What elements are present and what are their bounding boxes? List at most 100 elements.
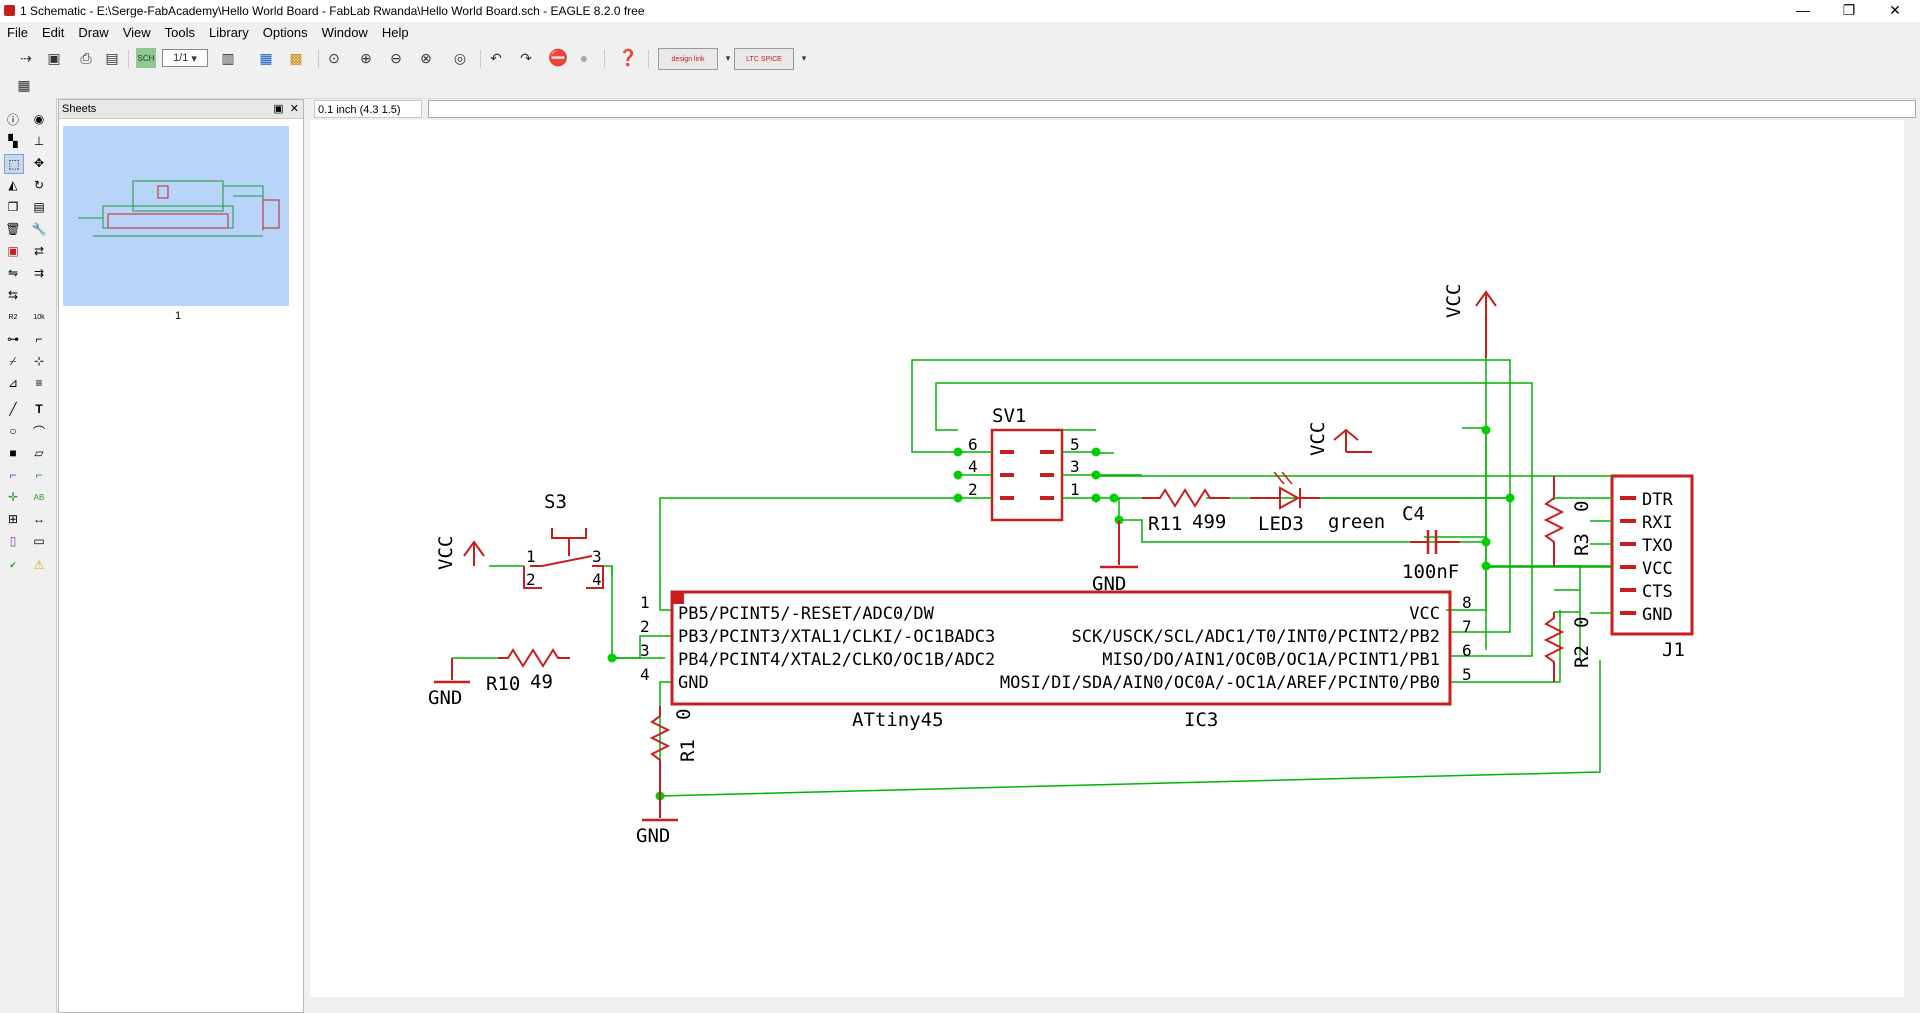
- r2-resistor[interactable]: R2 0: [1543, 612, 1593, 682]
- r1-resistor[interactable]: R1 0: [649, 706, 699, 796]
- go-icon[interactable]: ●: [579, 50, 589, 66]
- minimize-button[interactable]: —: [1796, 2, 1810, 18]
- net-icon[interactable]: ⌐: [35, 468, 43, 482]
- paste-icon[interactable]: ▤: [33, 200, 45, 214]
- optimize-icon[interactable]: ⊹: [33, 354, 45, 368]
- attribute-icon[interactable]: ⊞: [7, 512, 19, 526]
- j1-header[interactable]: DTR RXI TXO VCC CTS GND J1: [1610, 474, 1694, 661]
- rectangle-icon[interactable]: ■: [9, 446, 17, 460]
- mirror-icon[interactable]: ◭: [8, 178, 18, 192]
- label-icon[interactable]: AB: [33, 492, 45, 502]
- undock-icon[interactable]: ▣: [273, 103, 284, 115]
- redraw-icon[interactable]: ◎: [453, 49, 467, 66]
- info-icon[interactable]: ⓘ: [6, 112, 19, 127]
- sheet-number[interactable]: 1: [174, 310, 182, 322]
- miter-icon[interactable]: ⌐: [35, 332, 43, 346]
- menu-library[interactable]: Library: [209, 25, 249, 40]
- restore-button[interactable]: ❐: [1842, 2, 1856, 18]
- mark-icon[interactable]: ⊥: [33, 134, 45, 148]
- vcc-symbol-sv1[interactable]: VCC: [1307, 422, 1372, 456]
- print-icon[interactable]: ⎙: [80, 49, 92, 66]
- menu-file[interactable]: File: [7, 25, 28, 40]
- grid-icon[interactable]: ▦: [17, 76, 31, 93]
- name-icon[interactable]: R2: [8, 313, 18, 321]
- copy-icon[interactable]: ❐: [7, 200, 19, 214]
- erc-icon[interactable]: ✔: [9, 559, 17, 570]
- close-panel-icon[interactable]: ✕: [289, 103, 299, 115]
- horizontal-scrollbar[interactable]: [310, 997, 1904, 1013]
- align-icon[interactable]: ≡: [35, 376, 43, 390]
- slice-icon[interactable]: ⊿: [7, 376, 19, 390]
- polygon-icon[interactable]: ▱: [34, 446, 44, 460]
- open-icon[interactable]: ⇢: [20, 49, 32, 66]
- value-icon[interactable]: 10k: [33, 313, 45, 321]
- move-icon[interactable]: ✥: [33, 156, 45, 170]
- gnd-symbol-r10[interactable]: GND: [428, 658, 470, 709]
- c4-capacitor[interactable]: C4 100nF: [1402, 503, 1460, 583]
- zoom-fit-icon[interactable]: ⊙: [328, 49, 340, 66]
- help-icon[interactable]: ❓: [618, 50, 638, 67]
- sheet-select[interactable]: 1/1 ▾: [162, 49, 208, 67]
- menu-options[interactable]: Options: [262, 25, 308, 40]
- redo-icon[interactable]: ↷: [520, 49, 532, 66]
- menu-tools[interactable]: Tools: [164, 25, 196, 40]
- design-link-button[interactable]: design link: [658, 48, 718, 70]
- r11-resistor[interactable]: R11 499: [1142, 488, 1230, 535]
- cam-processor-icon[interactable]: ▤: [105, 49, 119, 66]
- invoke-icon[interactable]: ⇉: [33, 266, 45, 280]
- close-button[interactable]: ✕: [1889, 2, 1901, 18]
- bus-icon[interactable]: ⌐: [9, 468, 17, 482]
- ltspice-button[interactable]: LTC SPICE: [734, 48, 794, 70]
- vcc-symbol-top[interactable]: VCC: [1443, 284, 1497, 358]
- module-icon[interactable]: ▭: [33, 534, 45, 548]
- text-icon[interactable]: T: [35, 402, 43, 416]
- frame-icon[interactable]: ▯: [9, 534, 17, 548]
- ic3-attiny45[interactable]: PB5/PCINT5/-RESET/ADC0/DW PB3/PCINT3/XTA…: [640, 590, 1472, 731]
- vcc-symbol-s3[interactable]: VCC: [435, 536, 485, 570]
- ltspice-dropdown-icon[interactable]: ▾: [801, 52, 807, 63]
- s3-switch[interactable]: S3 1 2 3 4: [523, 491, 604, 589]
- dimension-icon[interactable]: ↔: [33, 512, 45, 526]
- display-layers-icon[interactable]: ▚: [8, 134, 18, 148]
- pin-swap-icon[interactable]: ⇆: [7, 288, 19, 302]
- circle-icon[interactable]: ○: [9, 424, 17, 438]
- menu-edit[interactable]: Edit: [41, 25, 65, 40]
- menu-draw[interactable]: Draw: [78, 25, 109, 40]
- junction-icon[interactable]: ✛: [7, 490, 19, 504]
- warning-icon[interactable]: ⚠: [33, 558, 45, 572]
- save-icon[interactable]: ▣: [47, 49, 61, 66]
- schematic-canvas[interactable]: SV1 6 4 2 5 3 1 VCC VCC VCC R11: [310, 120, 1904, 997]
- sheets-icon[interactable]: ▥: [221, 49, 235, 66]
- split-icon[interactable]: ⌿: [9, 353, 17, 368]
- ulp-icon[interactable]: ▩: [289, 49, 303, 66]
- command-line-input[interactable]: [428, 100, 1916, 118]
- sv1-connector[interactable]: SV1 6 4 2 5 3 1: [958, 405, 1096, 522]
- zoom-out-icon[interactable]: ⊖: [390, 49, 402, 66]
- smash-icon[interactable]: ⊶: [7, 332, 19, 346]
- menu-view[interactable]: View: [122, 25, 151, 40]
- arc-icon[interactable]: ⌒: [32, 424, 45, 439]
- led3-diode[interactable]: LED3 green: [1250, 471, 1385, 535]
- change-icon[interactable]: 🔧: [31, 222, 47, 236]
- delete-icon[interactable]: 🗑: [5, 222, 21, 236]
- vertical-scrollbar[interactable]: [1904, 120, 1920, 997]
- rotate-icon[interactable]: ↻: [33, 178, 45, 192]
- add-part-icon[interactable]: ▣: [7, 244, 19, 258]
- zoom-in-icon[interactable]: ⊕: [360, 49, 372, 66]
- gate-swap-icon[interactable]: ⇋: [7, 266, 19, 280]
- show-icon[interactable]: ◉: [33, 112, 45, 126]
- gnd-symbol-r1[interactable]: GND: [636, 796, 678, 847]
- zoom-select-icon[interactable]: ⊗: [420, 49, 432, 66]
- board-switch-icon[interactable]: SCH: [136, 48, 156, 68]
- undo-icon[interactable]: ↶: [490, 49, 502, 66]
- stop-icon[interactable]: ⛔: [548, 50, 568, 67]
- r3-resistor[interactable]: R3 0: [1543, 476, 1593, 566]
- gnd-symbol-led[interactable]: GND: [1092, 520, 1138, 595]
- design-link-dropdown-icon[interactable]: ▾: [725, 52, 731, 63]
- menu-help[interactable]: Help: [381, 25, 409, 40]
- line-icon[interactable]: ╱: [9, 402, 17, 416]
- r10-resistor[interactable]: R10 49: [486, 648, 570, 695]
- replace-icon[interactable]: ⇄: [33, 244, 45, 258]
- script-icon[interactable]: ▦: [259, 49, 273, 66]
- sheet-thumbnail[interactable]: [63, 126, 289, 306]
